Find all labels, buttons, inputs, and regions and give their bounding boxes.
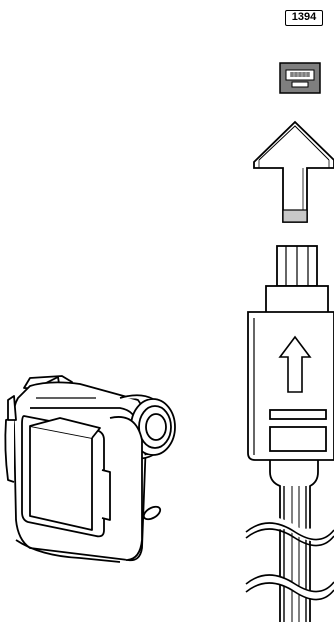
insert-arrow-icon	[254, 122, 334, 222]
firewire-plug-icon	[246, 246, 334, 622]
camcorder-icon	[5, 376, 175, 562]
port-icon	[280, 63, 320, 93]
